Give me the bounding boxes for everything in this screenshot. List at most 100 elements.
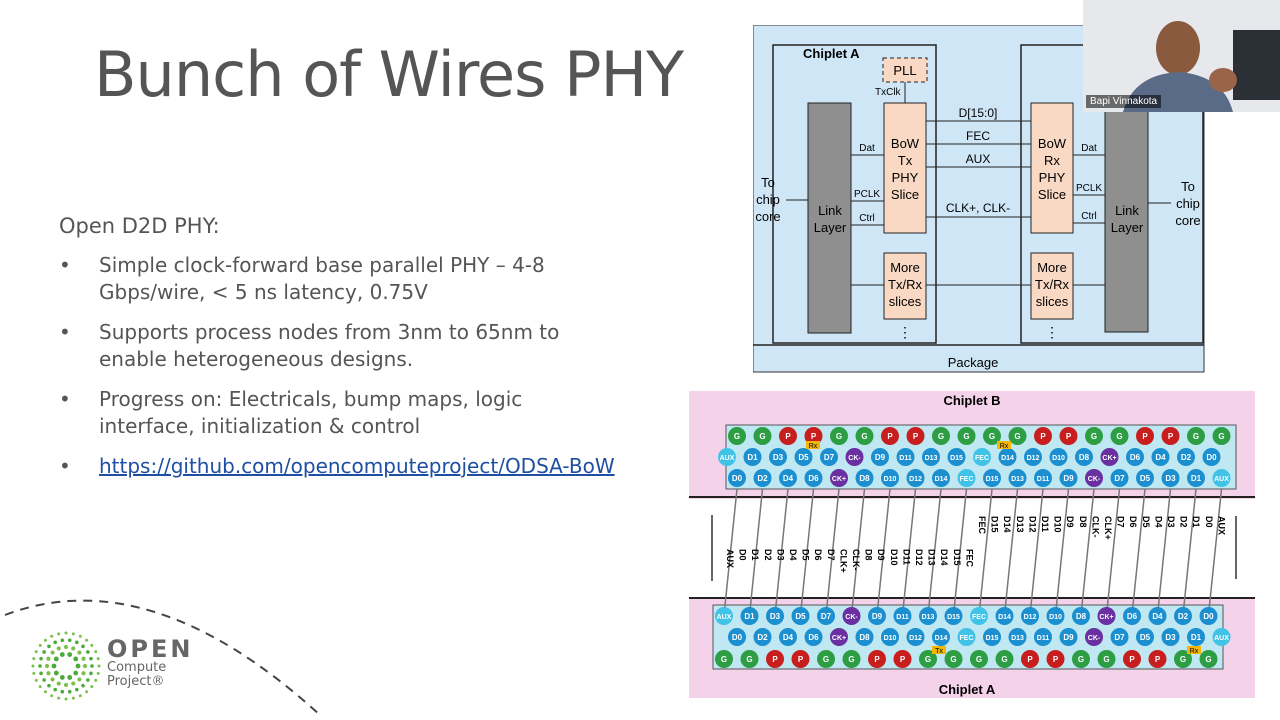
logo-dot (32, 671, 36, 675)
bot-row1-bump-label: D6 (1127, 612, 1138, 621)
logo-dot (60, 638, 65, 643)
bot-row3-bump-label: P (874, 655, 880, 664)
logo-dot (51, 663, 57, 669)
logo-dot (43, 638, 47, 642)
bullet-item: Supports process nodes from 3nm to 65nm … (59, 319, 619, 373)
signal-fec: FEC (966, 129, 990, 143)
logo-dot (81, 683, 85, 688)
bump-wire (1003, 488, 1019, 616)
top-row3-bump-label: D1 (1191, 474, 1202, 483)
wire-label-left: D11 (901, 549, 911, 565)
bot-row3-bump (791, 650, 810, 668)
bot-row3-bump (842, 650, 861, 668)
logo-dot (50, 694, 54, 698)
to-chip-core-left-3: core (755, 209, 780, 224)
wire-label-left: D12 (914, 549, 924, 566)
bot-row1-bump-label: AUX (717, 614, 732, 621)
wire-label-left: CLK+ (838, 549, 848, 573)
top-row2-bump (1202, 448, 1221, 466)
top-row1-bump-label: G (1116, 432, 1122, 441)
logo-dot (77, 677, 82, 682)
logo-dot (53, 640, 57, 645)
more-left-l2: Tx/Rx (888, 277, 922, 292)
wire-label-left: D7 (826, 549, 836, 561)
top-row2-bump (845, 448, 864, 466)
top-row3-bump-label: D8 (859, 474, 870, 483)
bow-phy-block-diagram: Package Chiplet A PLL TxClk Link Layer L… (753, 25, 1205, 373)
bump-wire (825, 488, 840, 616)
bot-row2-bump (1136, 628, 1154, 646)
bot-row1-bump (1072, 607, 1090, 625)
bot-row2-bump-label: CK+ (832, 635, 846, 642)
logo-dot (89, 656, 93, 661)
logo-dot (90, 664, 94, 668)
wire-label-left: AUX (725, 549, 735, 568)
top-row3-bump (1212, 469, 1231, 487)
logo-dot (96, 657, 100, 661)
logo-dot (75, 640, 79, 645)
logo-dot (34, 678, 38, 682)
logo-dot (59, 675, 65, 680)
bot-row2-bump-label: D2 (757, 633, 768, 642)
bot-row2-bump (983, 628, 1001, 646)
bot-row1-bump-label: CK+ (1099, 614, 1113, 621)
top-row1-bump-label: G (1014, 432, 1020, 441)
package-label: Package (948, 355, 999, 370)
top-row2-bump-label: CK+ (1102, 455, 1116, 462)
wire-label-right: D8 (1078, 516, 1088, 528)
top-row2-bump-label: D15 (950, 455, 963, 462)
wire-label-right: D11 (1040, 516, 1050, 532)
bot-row3-bump (1046, 650, 1065, 668)
top-row1-bump-label: G (1193, 432, 1199, 441)
logo-dot (39, 656, 43, 661)
top-row3-bump-label: D13 (1011, 476, 1024, 483)
logo-dot (67, 689, 72, 694)
speaker-video[interactable]: Bapi Vinnakota (1083, 0, 1280, 112)
wire-label-right: D15 (990, 516, 1000, 533)
tx-marker-a: Tx (935, 648, 943, 655)
top-row1-bump (804, 427, 823, 445)
wire-label-right: D3 (1166, 516, 1176, 528)
rx-slice-l2: Rx (1044, 153, 1060, 168)
pll-label: PLL (893, 63, 916, 78)
logo-dot (89, 671, 93, 676)
top-row3-bump (881, 469, 899, 487)
bot-row2-bump-label: D9 (1063, 633, 1074, 642)
wire-label-left: D0 (738, 549, 748, 561)
bot-row2-bump (881, 628, 899, 646)
bot-row3-bump (893, 650, 912, 668)
bump-wire (799, 488, 815, 616)
to-chip-core-right-1: To (1181, 179, 1195, 194)
top-row1-bump-label: P (811, 432, 817, 441)
to-chip-core-right-3: core (1175, 213, 1200, 228)
bot-row1-bump (893, 607, 912, 625)
bot-row3-bump-label: G (746, 655, 752, 664)
more-right-l2: Tx/Rx (1035, 277, 1069, 292)
top-row1-bump-label: G (963, 432, 969, 441)
bump-wire (978, 488, 993, 616)
bot-row2-bump (1059, 628, 1078, 646)
bot-row3-bump (766, 650, 784, 668)
bot-row2-bump (728, 628, 746, 646)
top-row1-bump (881, 427, 899, 445)
logo-dot (38, 664, 42, 668)
bot-row1-bump (944, 607, 963, 625)
bot-row3-bump (1072, 650, 1090, 668)
logo-dot (94, 678, 98, 682)
top-row3-bump (1187, 469, 1205, 487)
wire-label-left: D1 (750, 549, 760, 561)
bot-row2-bump-label: D4 (783, 633, 794, 642)
bot-row1-bump (868, 607, 886, 625)
rx-slice-l1: BoW (1038, 136, 1067, 151)
bot-row2-bump-label: D15 (986, 635, 999, 642)
github-link[interactable]: https://github.com/opencomputeproject/OD… (99, 454, 615, 478)
logo-dot (59, 652, 65, 657)
bot-row2-bump (1161, 628, 1180, 646)
bot-row2-bump (753, 628, 772, 646)
bot-row2-bump-label: D0 (732, 633, 743, 642)
top-row1-bump (1008, 427, 1027, 445)
logo-dot (50, 634, 54, 638)
logo-dot (78, 694, 82, 698)
rx-slice-l3: PHY (1039, 170, 1066, 185)
